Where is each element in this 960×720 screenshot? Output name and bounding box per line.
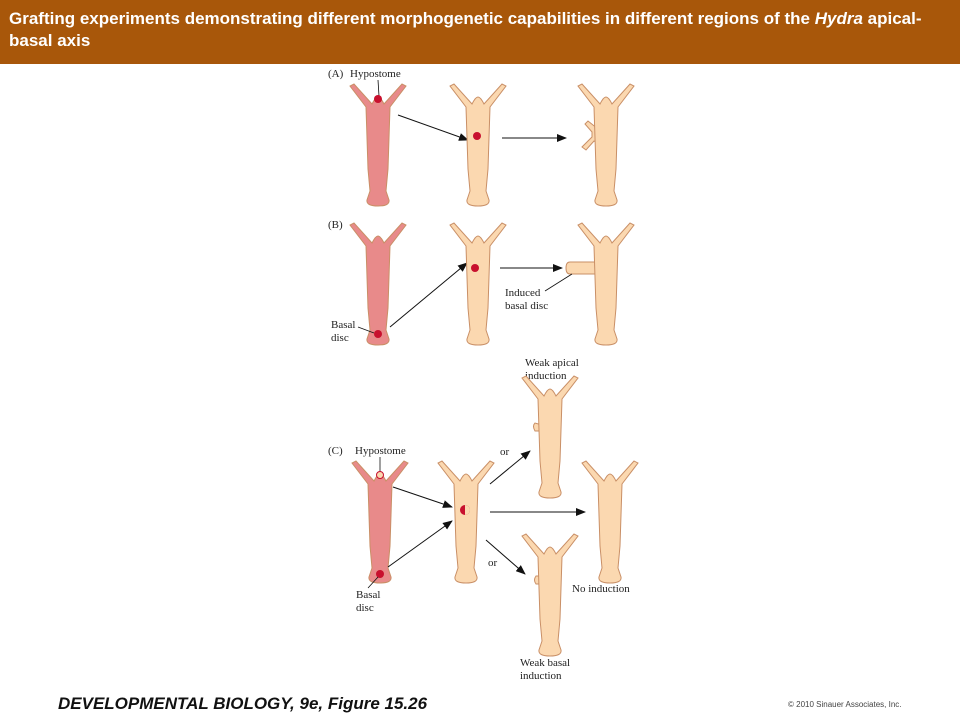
- panel-b-arrow-1: [389, 262, 468, 328]
- panel-c-basal-pointer: [367, 576, 379, 589]
- panel-c-arrow-down: [485, 539, 526, 575]
- panel-b-donor-hydra: [349, 222, 407, 346]
- panel-b-host-hydra: [449, 222, 507, 346]
- title-italic: Hydra: [814, 9, 863, 28]
- panel-c-hypostome-label: Hypostome: [355, 445, 406, 457]
- panel-b-induced-foot: [565, 261, 599, 275]
- panel-b-induced-label-1: Induced: [505, 287, 541, 299]
- panel-b-donor-graft: [374, 330, 382, 338]
- panel-c-weak-basal-label-2: induction: [520, 670, 562, 682]
- panel-c-hypostome-graft: [376, 471, 384, 479]
- panel-a-host-graft: [473, 132, 481, 140]
- panel-c-or-bottom: or: [488, 557, 498, 569]
- panel-c-weak-apical-label-1: Weak apical: [525, 357, 579, 369]
- panel-c-weak-apical-label-2: induction: [525, 370, 567, 382]
- panel-c-letter: (C): [328, 445, 343, 457]
- panel-c-donor-hydra: [351, 460, 409, 584]
- panel-a-host-hydra: [449, 83, 507, 207]
- panel-c-weak-apical-hydra: [521, 375, 579, 499]
- title-end: apical-basal axis: [9, 9, 922, 50]
- panel-c-arrow-up: [489, 450, 531, 485]
- panel-b-basal-pointer: [357, 326, 375, 334]
- panel-c-basal-label-2: disc: [356, 602, 374, 614]
- panel-b-basal-label-2: disc: [331, 332, 349, 344]
- title-line: Grafting experiments demonstrating diffe…: [9, 9, 810, 28]
- panel-a-letter: (A): [328, 68, 344, 80]
- panel-b-letter: (B): [328, 219, 343, 231]
- panel-c-no-induction-hydra: [581, 460, 639, 584]
- figure-title: Grafting experiments demonstrating diffe…: [9, 8, 950, 52]
- panel-c-weak-basal-hydra: [521, 533, 579, 657]
- panel-b-host-graft: [471, 264, 479, 272]
- panel-a-hypostome-label: Hypostome: [350, 68, 401, 80]
- panel-b-result-hydra: [577, 222, 635, 346]
- panel-c-no-induction-label: No induction: [572, 583, 630, 595]
- footer-figure-caption: DEVELOPMENTAL BIOLOGY, 9e, Figure 15.26: [58, 694, 428, 713]
- panel-b-basal-label-1: Basal: [331, 319, 355, 331]
- panel-b-induced-pointer: [544, 273, 573, 292]
- panel-c-arrow-from-hypostome: [392, 486, 453, 508]
- panel-c-weak-basal-label-1: Weak basal: [520, 657, 570, 669]
- panel-a-hypostome-pointer: [377, 79, 380, 97]
- title-bar: Grafting experiments demonstrating diffe…: [0, 0, 960, 64]
- panel-a-donor-graft: [374, 95, 382, 103]
- panel-c-arrow-from-basal: [387, 520, 453, 568]
- panel-c-basal-label-1: Basal: [356, 589, 380, 601]
- panel-a-arrow-1: [397, 114, 469, 141]
- panel-c-basal-graft: [376, 570, 384, 578]
- panel-b-induced-label-2: basal disc: [505, 300, 548, 312]
- footer-copyright: © 2010 Sinauer Associates, Inc.: [788, 700, 902, 709]
- panel-c-or-top: or: [500, 446, 510, 458]
- panel-c-host-graft-half: [465, 505, 470, 515]
- panel-c-host-hydra: [437, 460, 495, 584]
